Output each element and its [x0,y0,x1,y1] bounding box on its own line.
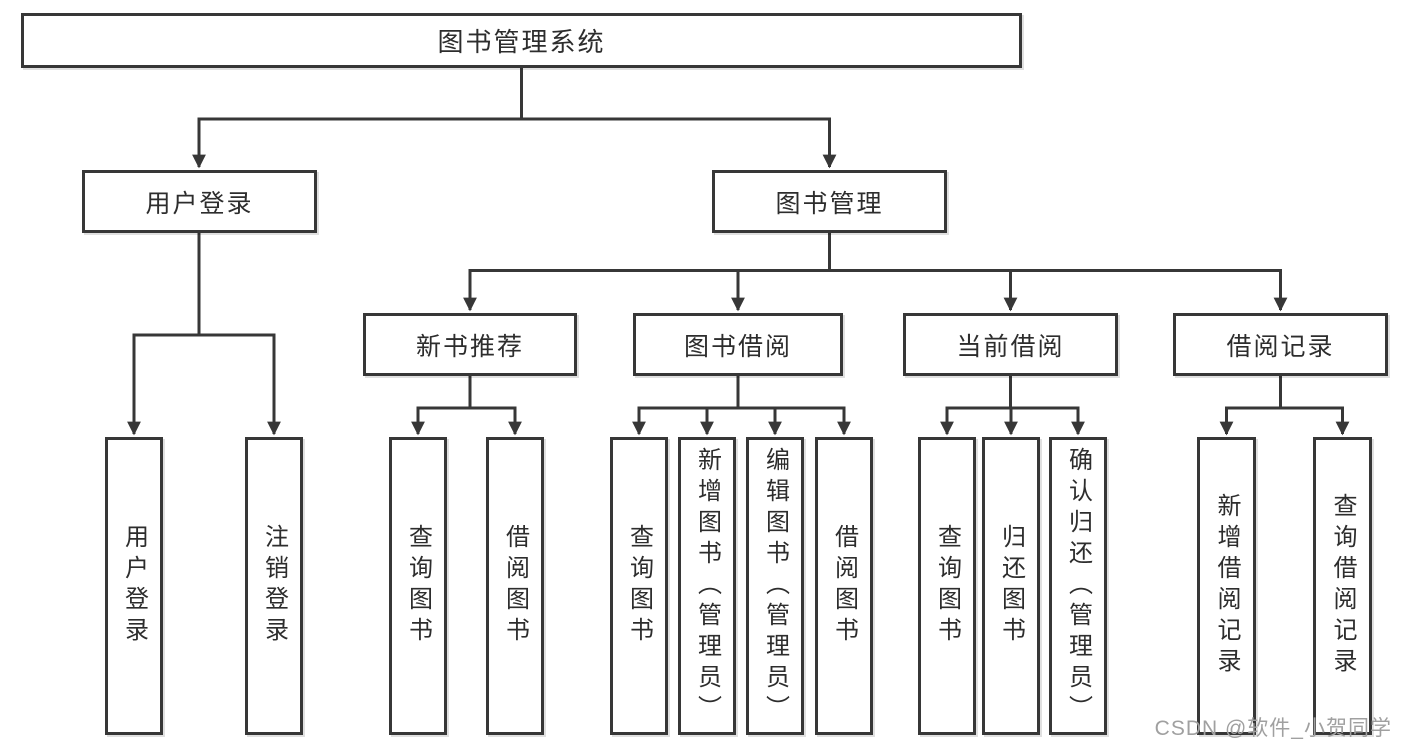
leaf-edit-book-admin-label: 编辑图书（管理员） [761,446,789,726]
leaf-return-book: 归还图书 [982,437,1040,735]
leaf-borrow-book-borrowing: 借阅图书 [815,437,873,735]
node-current-borrowing-label: 当前借阅 [956,332,1065,361]
leaf-add-borrow-record-label: 新增借阅记录 [1213,493,1240,679]
node-borrowing-records: 借阅记录 [1173,313,1388,376]
leaf-query-book-current: 查询图书 [918,437,976,735]
leaf-return-book-label: 归还图书 [997,524,1025,648]
leaf-borrow-book-recommend: 借阅图书 [486,437,544,735]
leaf-logout-label: 注销登录 [260,524,288,648]
leaf-logout: 注销登录 [245,437,303,735]
node-book-borrowing: 图书借阅 [633,313,843,376]
node-current-borrowing: 当前借阅 [903,313,1118,376]
node-book-management: 图书管理 [712,170,947,233]
system-root-label: 图书管理系统 [437,27,606,57]
leaf-query-book-recommend: 查询图书 [389,437,447,735]
node-user-login: 用户登录 [82,170,317,233]
connector-elbows [132,66,1344,410]
system-root-node: 图书管理系统 [21,13,1022,68]
leaf-user-login-label: 用户登录 [120,524,148,648]
leaf-query-book-current-label: 查询图书 [933,524,961,648]
node-book-management-label: 图书管理 [775,189,884,218]
leaf-add-book-admin: 新增图书（管理员） [678,437,736,735]
leaf-query-book-recommend-label: 查询图书 [404,524,432,648]
leaf-confirm-return-admin-label: 确认归还（管理员） [1064,446,1092,726]
csdn-watermark: CSDN @软件_小贺同学 [1154,717,1392,740]
leaf-query-borrow-record: 查询借阅记录 [1313,437,1372,735]
node-book-borrowing-label: 图书借阅 [683,332,792,361]
leaf-query-borrow-record-label: 查询借阅记录 [1329,493,1356,679]
leaf-edit-book-admin: 编辑图书（管理员） [746,437,804,735]
leaf-borrow-book-recommend-label: 借阅图书 [501,524,529,648]
leaf-add-book-admin-label: 新增图书（管理员） [693,446,721,726]
leaf-add-borrow-record: 新增借阅记录 [1197,437,1256,735]
leaf-query-book-borrowing: 查询图书 [610,437,668,735]
leaf-confirm-return-admin: 确认归还（管理员） [1049,437,1107,735]
node-new-book-recommendation: 新书推荐 [363,313,577,376]
node-new-book-recommendation-label: 新书推荐 [415,332,524,361]
leaf-user-login: 用户登录 [105,437,163,735]
leaf-borrow-book-borrowing-label: 借阅图书 [830,524,858,648]
node-user-login-label: 用户登录 [145,189,254,218]
node-borrowing-records-label: 借阅记录 [1226,332,1335,361]
leaf-query-book-borrowing-label: 查询图书 [625,524,653,648]
